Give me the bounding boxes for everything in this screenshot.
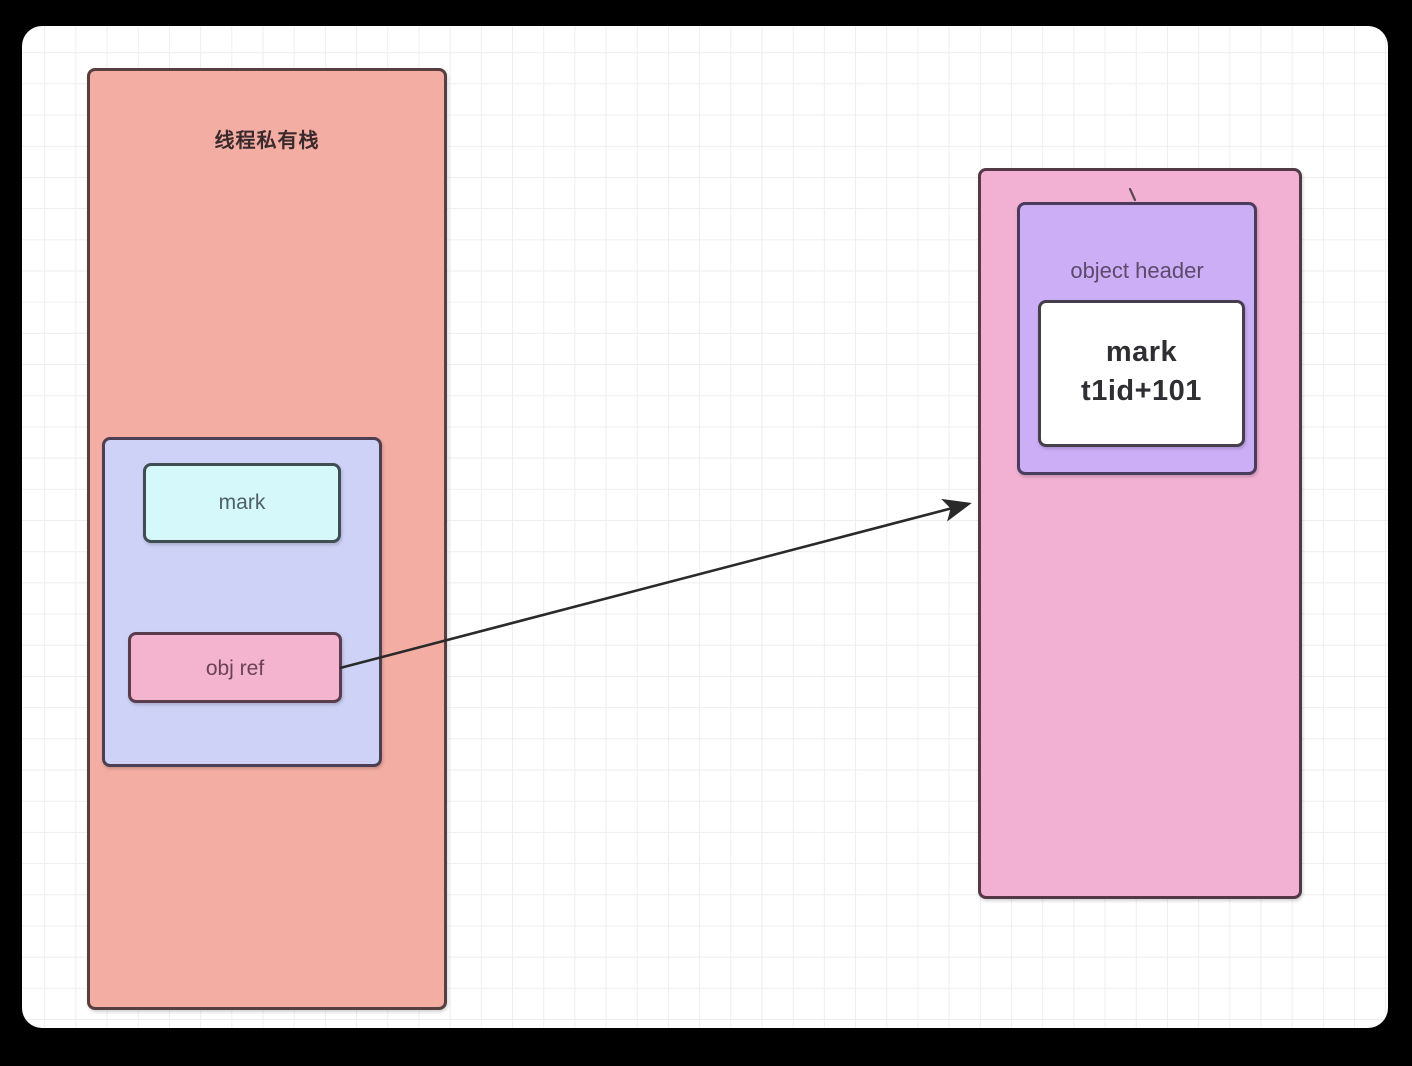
diagram-canvas[interactable]: 线程私有栈 mark obj ref object header mark t1…: [22, 26, 1388, 1028]
mark-value-box[interactable]: mark t1id+101: [1038, 300, 1245, 447]
obj-ref-box[interactable]: obj ref: [128, 632, 342, 703]
object-header-label: object header: [1070, 258, 1204, 283]
thread-private-stack-title: 线程私有栈: [214, 130, 320, 152]
frame-mark-label: mark: [218, 491, 266, 514]
frame-mark-box[interactable]: mark: [143, 463, 341, 543]
obj-ref-label: obj ref: [205, 657, 265, 680]
mark-value-label: mark t1id+101: [1081, 336, 1202, 408]
stray-tick-mark: [1128, 188, 1137, 202]
